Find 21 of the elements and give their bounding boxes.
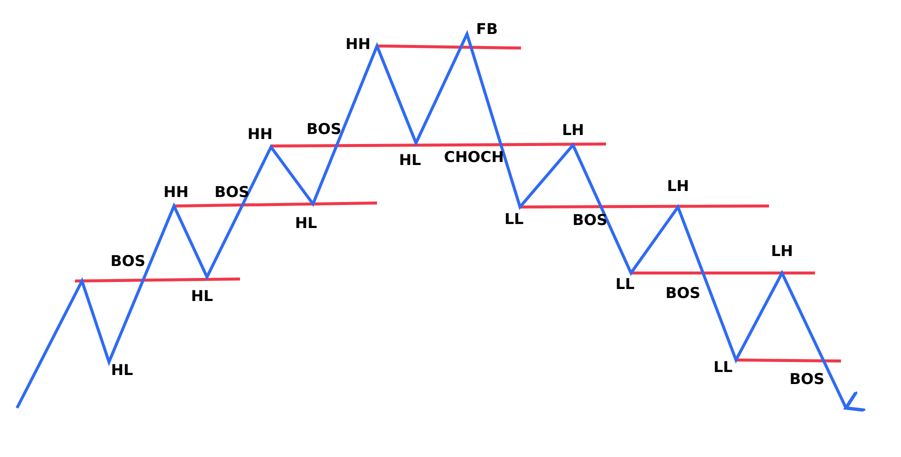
swing-label: CHOCH xyxy=(444,148,504,166)
swing-label: LH xyxy=(770,242,794,260)
swing-label: LL xyxy=(615,275,635,293)
swing-label: BOS xyxy=(790,370,824,388)
swing-label: HL xyxy=(294,214,318,232)
swing-label: HL xyxy=(110,361,134,379)
swing-label: HH xyxy=(247,125,273,143)
swing-label: BOS xyxy=(666,284,700,302)
swing-label: HH xyxy=(345,35,371,53)
swing-label: LL xyxy=(713,358,733,376)
swing-label: LH xyxy=(562,121,584,139)
swing-label: BOS xyxy=(306,120,342,138)
swing-label: HL xyxy=(190,287,214,305)
swing-label: FB xyxy=(476,20,498,38)
swing-label: BOS xyxy=(572,211,608,229)
swing-label: BOS xyxy=(214,183,250,201)
swing-label: BOS xyxy=(110,252,146,270)
swing-label: LL xyxy=(504,210,524,228)
swing-label: LH xyxy=(666,177,690,195)
swing-label: HH xyxy=(163,183,189,201)
swing-label: HL xyxy=(398,151,422,169)
